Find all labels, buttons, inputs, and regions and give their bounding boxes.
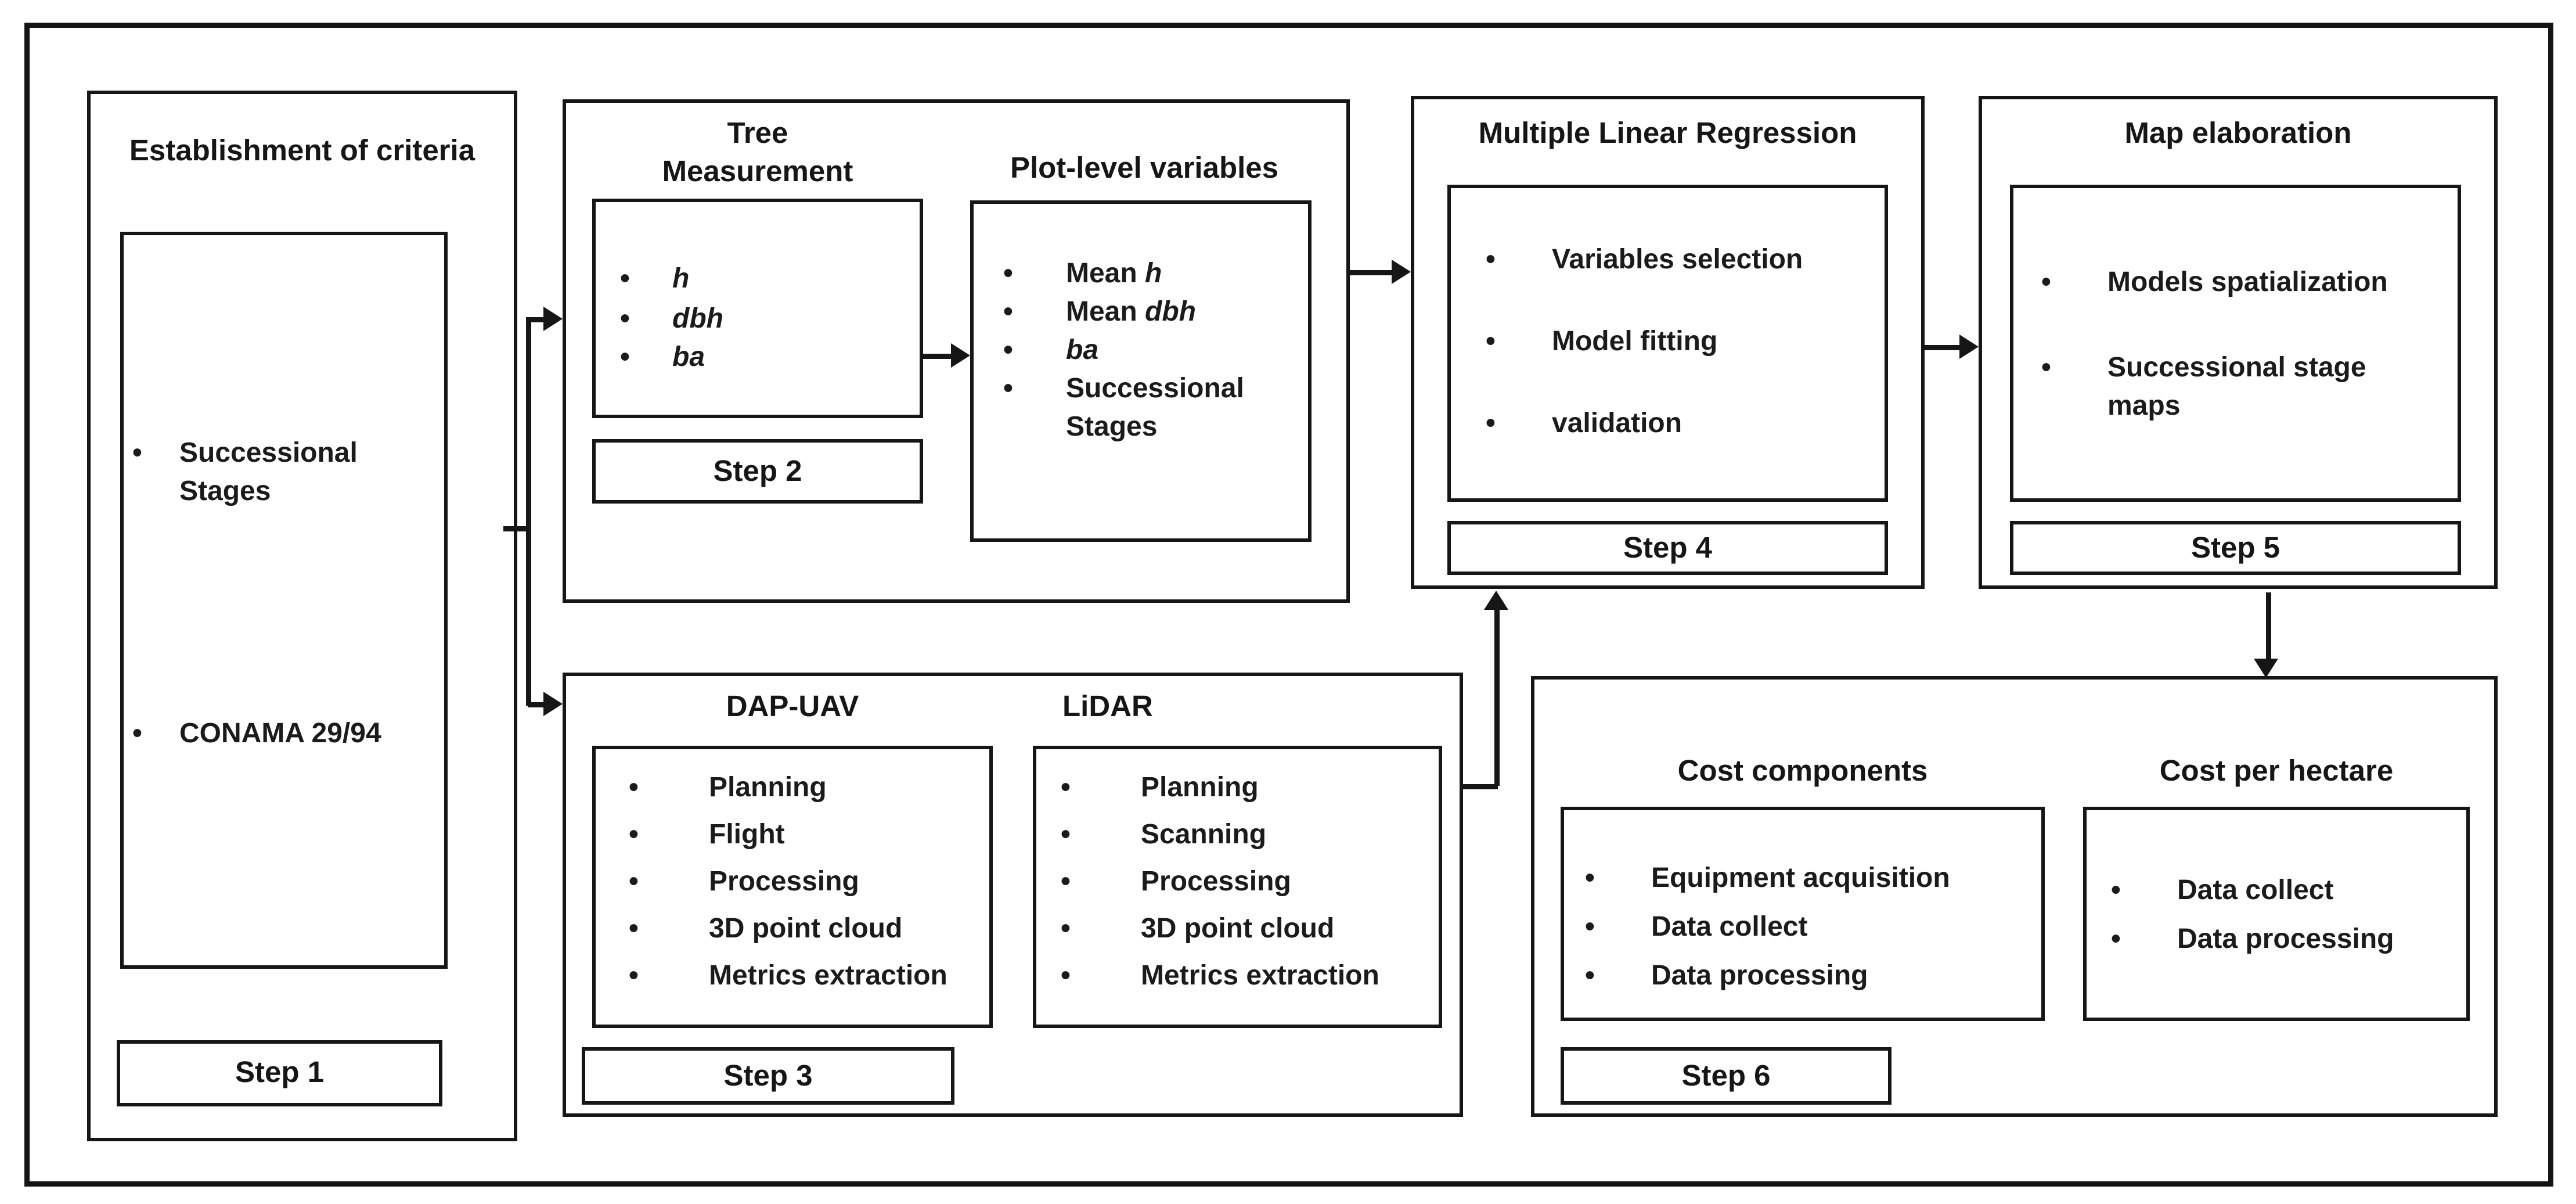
list-item: Data processing <box>2104 917 2463 965</box>
step1-criteria-box <box>120 232 448 969</box>
connector-step1-to-step3-line <box>528 702 545 707</box>
list-item: Equipment acquisition <box>1578 856 2034 904</box>
tree-measurement-list: hdbhba <box>613 261 899 379</box>
connector-step5-to-step6-line <box>2266 592 2271 659</box>
dap-uav-title: DAP-UAV <box>726 690 859 723</box>
list-item: Processing <box>622 859 988 906</box>
list-item: Mean dbh <box>996 294 1303 333</box>
cost-components-title: Cost components <box>1677 754 1928 788</box>
arrow-tree-to-plot-icon <box>951 343 970 368</box>
map-elaboration-title: Map elaboration <box>2124 117 2352 150</box>
arrow-step1-to-step3-icon <box>543 692 563 716</box>
list-item: Data processing <box>1578 953 2034 1002</box>
list-item: validation <box>1479 406 1871 444</box>
multiple-linear-regression-list: Variables selectionModel fitting validati… <box>1479 242 1871 488</box>
arrow-step1-to-step2-icon <box>543 307 563 331</box>
list-item: Planning <box>1054 765 1433 812</box>
dap-uav-list: PlanningFlightProcessing3D point cloudMe… <box>622 765 988 1000</box>
connector-step2-to-step4-line <box>1350 270 1392 275</box>
map-elaboration-box <box>2010 185 2461 502</box>
step2-label: Step 2 <box>592 439 923 504</box>
arrow-step4-to-step5-icon <box>1959 335 1979 359</box>
list-item: CONAMA 29/94 <box>132 716 439 754</box>
lidar-title: LiDAR <box>1062 690 1153 723</box>
multiple-linear-regression-title: Multiple Linear Regression <box>1478 117 1857 150</box>
list-item: Metrics extraction <box>622 953 988 1000</box>
list-item: Model fitting <box>1479 324 1871 362</box>
arrow-step5-to-step6-icon <box>2254 659 2278 678</box>
list-item: 3D point cloud <box>622 906 988 953</box>
step4-label: Step 4 <box>1447 521 1888 575</box>
list-item: Successional Stages <box>132 436 439 512</box>
step3-label: Step 3 <box>582 1047 954 1105</box>
connector-step3-to-step4-line <box>1494 610 1499 786</box>
connector-step1-out-line <box>503 526 529 531</box>
list-item: Successional stage maps <box>2034 350 2407 427</box>
plot-level-variables-list: Mean hMean dbhbaSuccessional Stages <box>996 256 1303 448</box>
step6-label: Step 6 <box>1561 1047 1892 1105</box>
connector-tree-to-plot-line <box>923 354 954 358</box>
list-item: Flight <box>622 812 988 859</box>
list-item: Scanning <box>1054 812 1433 859</box>
connector-step4-to-step5-line <box>1925 345 1959 350</box>
list-item: Data collect <box>1578 904 2034 953</box>
tree-measurement-title: Tree Measurement <box>662 117 853 188</box>
list-item: Models spatialization <box>2034 265 2407 303</box>
list-item: Successional Stages <box>996 371 1303 448</box>
cost-components-list: Equipment acquisitionData collectData pr… <box>1578 856 2034 1002</box>
cost-per-hectare-list: Data collectData processing <box>2104 868 2463 965</box>
list-item: Variables selection <box>1479 242 1871 281</box>
list-item: Mean h <box>996 256 1303 294</box>
arrow-step2-to-step4-icon <box>1392 260 1411 284</box>
plot-level-variables-title: Plot-level variables <box>1010 152 1279 185</box>
connector-step3-out-line <box>1461 784 1498 789</box>
list-item: Planning <box>622 765 988 812</box>
list-item: Metrics extraction <box>1054 953 1433 1000</box>
step1-title: Establishment of criteria <box>129 134 475 167</box>
step5-label: Step 5 <box>2010 521 2461 575</box>
lidar-list: PlanningScanningProcessing3D point cloud… <box>1054 765 1433 1000</box>
map-elaboration-list: Models spatializationSuccessional stage … <box>2034 265 2407 474</box>
list-item: 3D point cloud <box>1054 906 1433 953</box>
list-item: ba <box>996 333 1303 371</box>
list-item: Data collect <box>2104 868 2463 917</box>
list-item: ba <box>613 340 899 379</box>
list-item: Processing <box>1054 859 1433 906</box>
step1-label: Step 1 <box>117 1040 442 1106</box>
list-item: dbh <box>613 301 899 340</box>
connector-step1-branch-line <box>526 317 531 706</box>
arrow-step3-to-step4-icon <box>1484 591 1508 610</box>
list-item: h <box>613 261 899 301</box>
connector-step1-to-step2-line <box>528 317 545 322</box>
cost-per-hectare-title: Cost per hectare <box>2159 754 2394 788</box>
step1-criteria-list: Successional StagesCONAMA 29/94 <box>132 436 439 754</box>
